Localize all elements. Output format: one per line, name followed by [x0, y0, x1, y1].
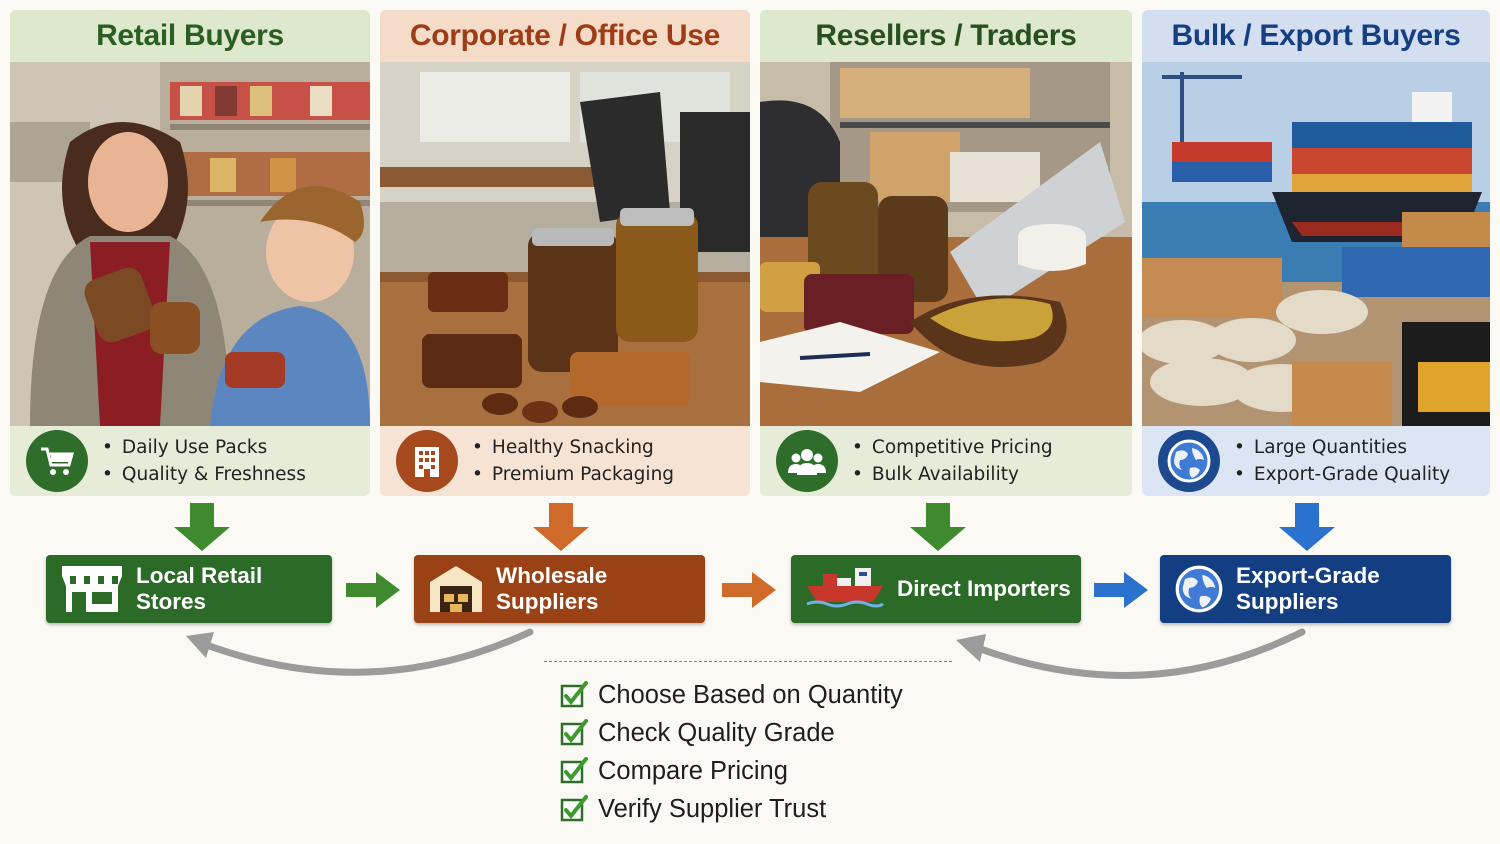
arrow-down-icon: [174, 503, 230, 551]
node-label: Wholesale Suppliers: [496, 563, 608, 614]
checklist-item: Check Quality Grade: [560, 714, 903, 752]
globe-icon: [1158, 430, 1220, 492]
bullet-item: Quality & Freshness: [102, 461, 306, 488]
checklist-text: Verify Supplier Trust: [598, 794, 827, 823]
photo-export-port: [1142, 62, 1490, 426]
panel-title: Bulk / Export Buyers: [1142, 10, 1490, 62]
panel-resellers-traders: Resellers / Traders Competitive Pr: [760, 10, 1132, 496]
panel-title: Retail Buyers: [10, 10, 370, 62]
bullet-item: Daily Use Packs: [102, 434, 306, 461]
checklist-item: Choose Based on Quantity: [560, 676, 903, 714]
divider-dashed: [544, 661, 952, 662]
office-building-icon: [396, 430, 458, 492]
checkbox-checked-icon: [560, 757, 588, 784]
node-label: Local Retail Stores: [136, 563, 263, 614]
arrow-down-icon: [910, 503, 966, 551]
node-local-retail-stores: Local Retail Stores: [46, 555, 332, 623]
photo-office-snacks: [380, 62, 750, 426]
panel-retail-buyers: Retail Buyers: [10, 10, 370, 496]
warehouse-icon: [428, 564, 484, 614]
photo-reseller-desk: [760, 62, 1132, 426]
panel-corporate-office: Corporate / Office Use: [380, 10, 750, 496]
node-label: Export-Grade Suppliers: [1236, 563, 1380, 614]
curved-return-arrow: [186, 628, 534, 676]
checklist: Choose Based on Quantity Check Quality G…: [560, 676, 903, 828]
arrow-down-icon: [533, 503, 589, 551]
cargo-ship-icon: [805, 564, 885, 614]
checkbox-checked-icon: [560, 795, 588, 822]
bullet-item: Export-Grade Quality: [1234, 461, 1450, 488]
checklist-text: Choose Based on Quantity: [598, 680, 903, 709]
globe-icon: [1174, 564, 1224, 614]
arrow-right-icon: [1094, 572, 1148, 608]
storefront-icon: [60, 564, 124, 614]
checklist-item: Verify Supplier Trust: [560, 790, 903, 828]
checklist-text: Check Quality Grade: [598, 718, 835, 747]
checklist-text: Compare Pricing: [598, 756, 788, 785]
node-wholesale-suppliers: Wholesale Suppliers: [414, 555, 705, 623]
bullet-item: Bulk Availability: [852, 461, 1053, 488]
node-direct-importers: Direct Importers: [791, 555, 1081, 623]
bullet-item: Healthy Snacking: [472, 434, 674, 461]
arrow-right-icon: [346, 572, 400, 608]
arrow-down-icon: [1279, 503, 1335, 551]
group-people-icon: [776, 430, 838, 492]
checkbox-checked-icon: [560, 719, 588, 746]
checklist-item: Compare Pricing: [560, 752, 903, 790]
bullet-item: Competitive Pricing: [852, 434, 1053, 461]
panel-title: Resellers / Traders: [760, 10, 1132, 62]
checkbox-checked-icon: [560, 681, 588, 708]
node-export-grade-suppliers: Export-Grade Suppliers: [1160, 555, 1451, 623]
panel-bulk-export: Bulk / Export Buyers: [1142, 10, 1490, 496]
curved-return-arrow: [956, 628, 1306, 679]
bullet-item: Premium Packaging: [472, 461, 674, 488]
photo-retail-shoppers: [10, 62, 370, 426]
node-label: Direct Importers: [897, 576, 1071, 601]
panel-title: Corporate / Office Use: [380, 10, 750, 62]
bullet-item: Large Quantities: [1234, 434, 1450, 461]
shopping-cart-icon: [26, 430, 88, 492]
arrow-right-icon: [722, 572, 776, 608]
